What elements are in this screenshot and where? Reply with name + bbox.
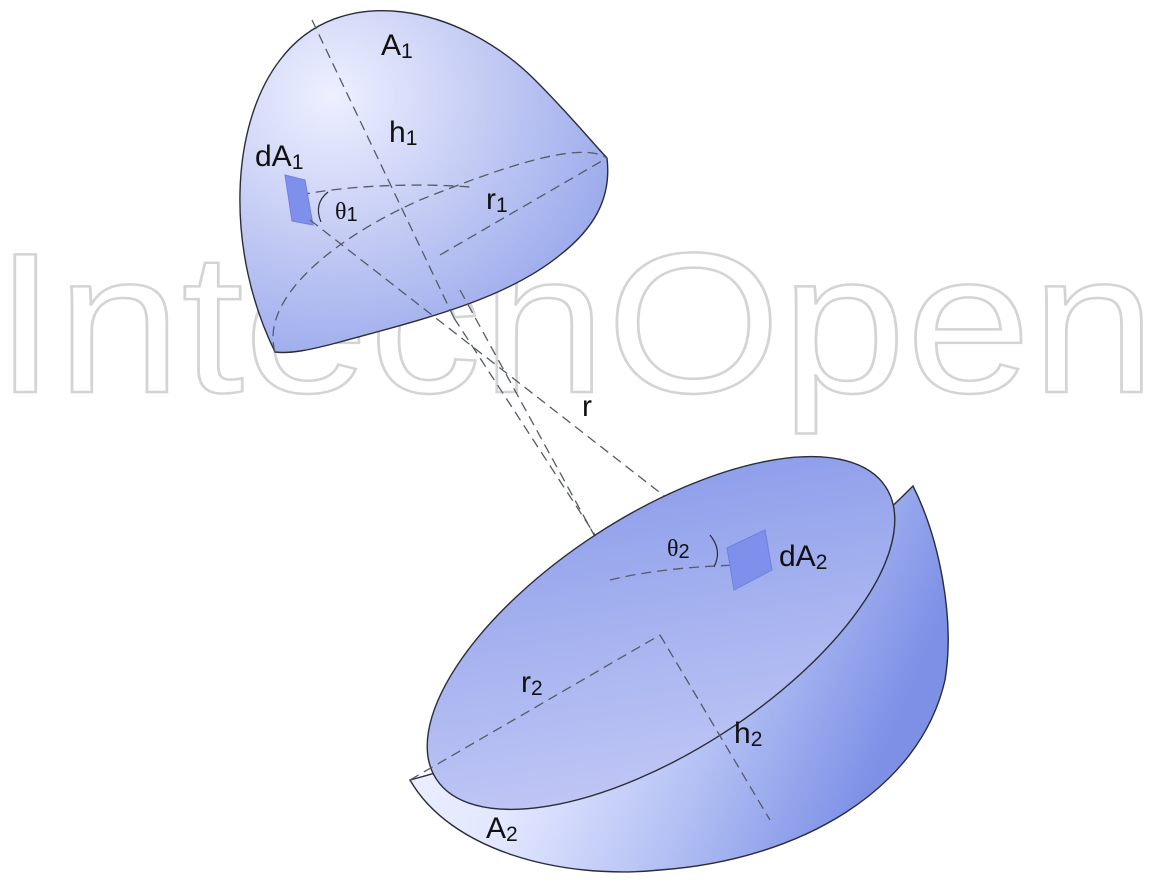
lower-hemisphere-surface bbox=[408, 455, 949, 873]
label-dA1-main: dA bbox=[255, 140, 292, 173]
label-dA2-main: dA bbox=[779, 540, 816, 573]
normal-connector bbox=[459, 289, 606, 556]
label-r1: r1 bbox=[486, 183, 508, 217]
label-h1: h1 bbox=[389, 116, 417, 150]
label-theta2: θ2 bbox=[667, 536, 690, 563]
label-r-main: r bbox=[582, 390, 592, 423]
label-r: r bbox=[582, 390, 592, 423]
label-h1-sub: 1 bbox=[406, 127, 418, 150]
label-h2-main: h bbox=[734, 717, 751, 750]
lower-axis-h2 bbox=[659, 634, 771, 821]
upper-surface-body bbox=[239, 9, 609, 354]
watermark: IntechOpen bbox=[0, 211, 1151, 437]
area-element-dA2 bbox=[726, 529, 773, 591]
label-theta1-sub: 1 bbox=[347, 204, 358, 226]
label-h2-sub: 2 bbox=[751, 728, 763, 751]
angle-arc-theta2 bbox=[709, 534, 719, 568]
label-theta1: θ1 bbox=[335, 199, 358, 226]
label-dA2: dA2 bbox=[779, 540, 827, 574]
lower-radius-r2 bbox=[409, 634, 661, 781]
watermark-text: IntechOpen bbox=[0, 212, 1151, 435]
label-r2-sub: 2 bbox=[531, 677, 543, 700]
label-A2-main: A bbox=[486, 812, 506, 845]
label-dA1: dA1 bbox=[255, 140, 303, 174]
label-theta1-main: θ bbox=[335, 199, 347, 225]
label-r2: r2 bbox=[521, 666, 543, 700]
label-r1-sub: 1 bbox=[496, 194, 508, 217]
label-theta2-main: θ bbox=[667, 536, 679, 562]
label-h2: h2 bbox=[734, 717, 762, 751]
label-A1-main: A bbox=[381, 29, 401, 62]
label-A2: A2 bbox=[486, 812, 518, 846]
upper-radius-r1 bbox=[439, 157, 608, 256]
angle-arc-theta1 bbox=[317, 191, 329, 223]
label-h1-main: h bbox=[389, 116, 406, 149]
labels: A1 h1 dA1 θ1 r1 r θ2 dA2 r2 h2 A2 bbox=[255, 29, 827, 846]
label-r1-main: r bbox=[486, 183, 496, 216]
label-dA1-sub: 1 bbox=[292, 151, 304, 174]
upper-paraboloid-surface bbox=[239, 9, 609, 354]
label-A1-sub: 1 bbox=[401, 40, 413, 63]
upper-rim-hidden-edge bbox=[272, 151, 608, 353]
label-A1: A1 bbox=[381, 29, 413, 63]
label-r2-main: r bbox=[521, 666, 531, 699]
label-A2-sub: 2 bbox=[506, 823, 518, 846]
lower-rim-disk bbox=[426, 455, 896, 811]
label-dA2-sub: 2 bbox=[816, 551, 828, 574]
area-element-dA1 bbox=[284, 174, 314, 226]
label-theta2-sub: 2 bbox=[679, 541, 690, 563]
lower-element-normal bbox=[609, 564, 741, 581]
upper-element-normal bbox=[299, 184, 471, 196]
upper-axis-h1 bbox=[311, 19, 455, 319]
